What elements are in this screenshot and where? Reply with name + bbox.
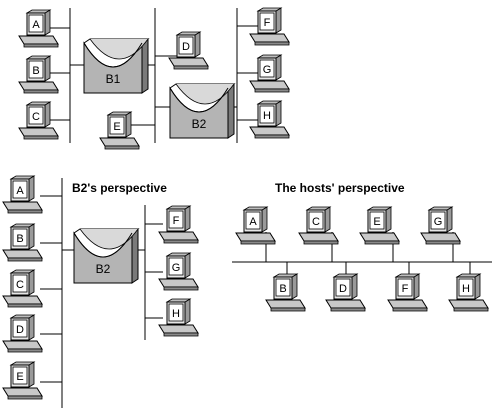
svg-text:B2: B2 [192,117,207,131]
svg-text:D: D [182,41,190,53]
svg-text:B2: B2 [96,262,111,276]
host-c: C [18,101,59,140]
b2-view-host-h: H [158,298,199,337]
bridge-b1: B1 [83,38,149,94]
svg-text:A: A [32,19,40,31]
hosts-view-host-h: H [448,273,489,312]
svg-text:H: H [462,283,470,295]
b2-view-host-b: B [2,223,43,262]
svg-text:A: A [249,216,257,228]
svg-text:B: B [16,233,23,245]
b2-view-bridge: B2 [73,228,139,284]
svg-text:C: C [16,279,24,291]
svg-text:D: D [16,324,24,336]
svg-text:H: H [263,110,271,122]
b2-view-host-c: C [2,269,43,308]
host-a: A [18,9,59,48]
b2-view-host-d: D [2,314,43,353]
b2-view-host-a: A [2,175,43,214]
svg-text:F: F [402,283,409,295]
bridge-b2: B2 [169,83,235,139]
host-b: B [18,55,59,94]
host-e: E [99,111,140,150]
b2-view-host-e: E [2,361,43,400]
svg-text:G: G [434,216,443,228]
b2-view-host-f: F [158,205,199,244]
svg-text:G: G [263,64,272,76]
top-network: A B C D E F G H [18,7,290,150]
hosts-view-host-a: A [235,206,276,245]
host-d: D [168,31,209,70]
svg-text:C: C [312,216,320,228]
hosts-perspective: The hosts' perspective A C E G B [232,181,492,312]
svg-text:E: E [373,216,380,228]
svg-text:E: E [16,371,23,383]
hosts-view-host-g: G [420,206,461,245]
host-h: H [249,100,290,139]
hosts-view-host-e: E [359,206,400,245]
svg-text:B1: B1 [106,72,121,86]
hosts-perspective-title: The hosts' perspective [275,181,405,195]
b2-perspective-title: B2's perspective [72,181,167,195]
svg-text:F: F [264,17,271,29]
hosts-view-host-c: C [298,206,339,245]
hosts-view-host-f: F [387,273,428,312]
svg-text:G: G [172,262,181,274]
svg-text:E: E [113,121,120,133]
svg-text:B: B [279,283,286,295]
host-f: F [249,7,290,46]
hosts-view-host-d: D [325,273,366,312]
hosts-view-host-b: B [265,273,306,312]
b2-view-host-g: G [158,252,199,291]
b2-perspective: B2's perspective A B C D [2,175,199,408]
svg-text:C: C [32,111,40,123]
svg-text:F: F [173,215,180,227]
svg-text:H: H [172,308,180,320]
svg-text:B: B [32,65,39,77]
host-g: G [249,54,290,93]
svg-text:A: A [16,185,24,197]
svg-text:D: D [339,283,347,295]
